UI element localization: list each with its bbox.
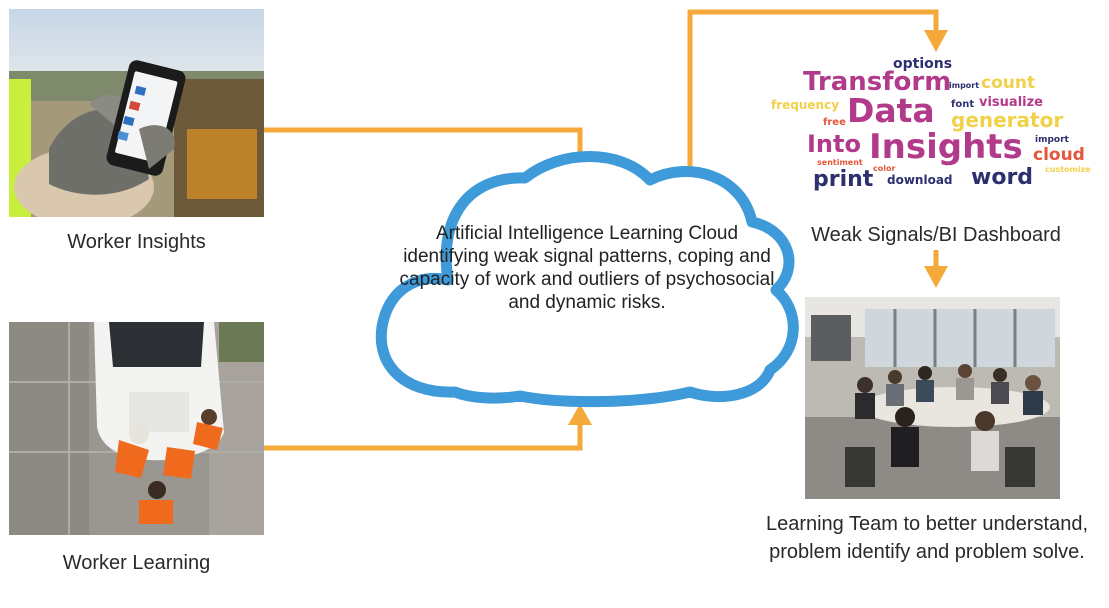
wc-word-into: Into <box>807 130 861 158</box>
worker-insights-caption: Worker Insights <box>67 231 206 253</box>
wc-word-import-1: import <box>949 81 979 90</box>
arrowhead-learning-to-cloud <box>568 404 592 425</box>
learning-team-photo <box>805 297 1060 499</box>
wc-word-import-2: import <box>1035 135 1070 145</box>
wc-word-sentiment: sentiment <box>817 158 863 167</box>
arrow-insights-to-cloud <box>262 127 583 166</box>
wc-word-print: print <box>813 167 874 192</box>
wc-word-count: count <box>981 73 1035 93</box>
wc-word-font: font <box>951 99 974 110</box>
wc-word-options: options <box>893 56 952 72</box>
wc-word-data: Data <box>847 91 935 130</box>
wc-word-visualize: visualize <box>979 95 1043 110</box>
cloud-description: Artificial Intelligence Learning Cloud i… <box>399 223 775 313</box>
wc-word-insights: Insights <box>869 127 1023 167</box>
arrowhead-dashboard-to-team <box>924 266 948 288</box>
word-cloud-image: options Transform import count frequency… <box>765 50 1095 200</box>
worker-learning-caption: Worker Learning <box>62 552 211 574</box>
ai-learning-cloud <box>375 151 799 408</box>
wc-word-frequency: frequency <box>771 98 839 112</box>
wc-word-word: word <box>971 165 1033 190</box>
wc-word-download: download <box>887 173 953 187</box>
arrow-learning-to-cloud <box>264 423 583 451</box>
wc-word-generator: generator <box>951 108 1063 132</box>
worker-insights-photo <box>9 9 264 217</box>
wc-word-transform: Transform <box>803 67 951 97</box>
wc-word-customize: customize <box>1045 165 1091 174</box>
wc-word-cloud: cloud <box>1033 145 1085 165</box>
worker-learning-photo <box>9 322 264 535</box>
wc-word-free: free <box>823 117 846 128</box>
learning-team-caption: Learning Team to better understand, prob… <box>765 513 1089 563</box>
dashboard-caption: Weak Signals/BI Dashboard <box>811 224 1061 246</box>
arrowhead-cloud-to-dashboard <box>924 30 948 52</box>
arrow-cloud-to-dashboard <box>687 9 939 190</box>
wc-word-color: color <box>873 164 895 173</box>
